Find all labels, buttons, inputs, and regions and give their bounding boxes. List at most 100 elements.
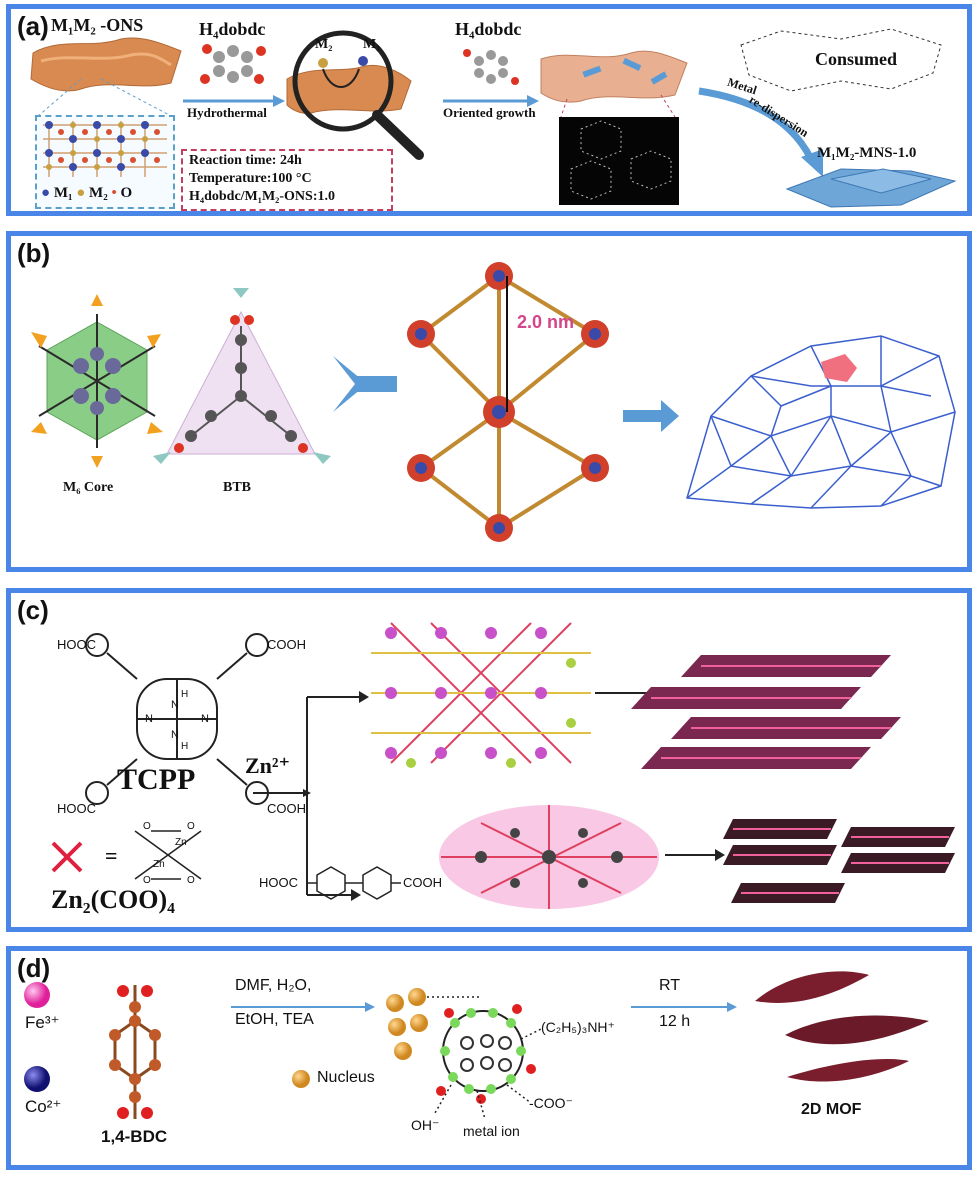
panel-d: (d): [6, 946, 972, 1170]
ligand-label-1: H₄dobdc: [199, 19, 266, 39]
ons-lattice: [43, 121, 167, 177]
panel-c-graphics: [51, 622, 955, 909]
metal-ion-label: metal ion: [463, 1123, 520, 1139]
magnifier-m2: M₂: [315, 37, 333, 52]
highlight-star: [821, 354, 857, 382]
zn-paddlewheel-label: Zn₂(COO)₄: [51, 885, 175, 914]
nucleus-cluster: [292, 988, 428, 1088]
m2-dot-icon: ●: [76, 185, 86, 201]
mof-structure-box: [559, 117, 679, 205]
panel-a: (a): [6, 4, 972, 216]
consumed-cloud: [740, 28, 942, 92]
panel-d-label: (d): [17, 953, 51, 983]
porphyrin-h-top: H: [181, 689, 189, 700]
pore-size-label: 2.0 nm: [517, 312, 575, 332]
paddlewheel-o-4: O: [187, 875, 195, 886]
cooh-top-left: HOOC: [57, 637, 96, 652]
paddlewheel-zn-1: Zn: [175, 837, 187, 848]
porphyrin-n-right: N: [201, 713, 209, 725]
growth-sheet: [540, 50, 688, 103]
fe-ion-sphere: [24, 982, 50, 1008]
porphyrin-n-bottom: N: [171, 729, 179, 741]
btb-label: BTB: [223, 480, 252, 495]
bpdc-right-label: COOH: [403, 875, 442, 890]
solvents-line-1: DMF, H₂O,: [235, 977, 312, 994]
x-mark-icon: [51, 841, 83, 873]
panel-b-graphics: [31, 262, 956, 542]
porphyrin-h-bottom: H: [181, 741, 189, 752]
stacked-layers-1: [631, 655, 901, 769]
ons-title: M₁M₂ -ONS: [51, 15, 144, 35]
solvents-line-2: EtOH, TEA: [235, 1011, 314, 1028]
time-label: 12 h: [659, 1013, 691, 1030]
condition-time: Reaction time: 24h: [189, 153, 302, 168]
ons-sheet: [30, 37, 182, 92]
cooh-bottom-right: COOH: [267, 801, 306, 816]
magnified-sheet: [286, 65, 412, 114]
mof-nanosheets: [755, 971, 929, 1082]
rt-label: RT: [659, 977, 681, 994]
magnifier-m1: M₁: [363, 37, 381, 52]
ons-structure-inset: ● M₁ ● M₂ • O: [35, 115, 175, 209]
paddlewheel-o-3: O: [143, 875, 151, 886]
legend-o: O: [120, 185, 133, 201]
porphyrin-n-top: N: [171, 699, 179, 711]
paddlewheel-o-2: O: [187, 821, 195, 832]
step-hydrothermal: Hydrothermal: [187, 105, 267, 120]
reaction-conditions-box: Reaction time: 24h Temperature:100 °C H₄…: [181, 149, 393, 211]
ligand-label-2: H₄dobdc: [455, 19, 522, 39]
mof-product-label: 2D MOF: [801, 1101, 862, 1118]
zn-tcpp-grid: [371, 622, 591, 764]
condition-ratio: H₄dobdc/M₁M₂-ONS:1.0: [189, 189, 335, 204]
co-ion-label: Co²⁺: [25, 1097, 62, 1116]
m1-dot-icon: ●: [41, 185, 51, 201]
step-oriented-growth: Oriented growth: [443, 105, 536, 120]
kagome-net: [686, 335, 956, 509]
pillared-stacks: [723, 819, 955, 903]
condition-temperature: Temperature:100 °C: [189, 171, 312, 186]
cooh-top-right: COOH: [267, 637, 306, 652]
bdc-label: 1,4-BDC: [101, 1127, 168, 1146]
zn-ion-label: Zn²⁺: [245, 753, 291, 778]
equals-sign: =: [105, 843, 118, 868]
panel-c-label: (c): [17, 595, 49, 625]
framework-nodes: [407, 262, 609, 542]
fe-ion-label: Fe³⁺: [25, 1013, 60, 1032]
product-label: M₁M₂-MNS-1.0: [817, 145, 917, 161]
co-ion-sphere: [24, 1066, 50, 1092]
consumed-label: Consumed: [815, 49, 898, 69]
panel-b-label: (b): [17, 238, 51, 268]
paddlewheel-node: [134, 830, 202, 880]
redispersion-arrow: [698, 87, 815, 161]
bpdc-left-label: HOOC: [259, 875, 298, 890]
magnifier-lens: [292, 30, 394, 132]
ligand-molecule-1: [200, 44, 266, 84]
magnifier-handle: [372, 110, 424, 160]
tcpp-molecule: [85, 633, 269, 805]
paddlewheel-o-1: O: [143, 821, 151, 832]
paddlewheel-zn-2: Zn: [153, 859, 165, 870]
porphyrin-n-left: N: [145, 713, 153, 725]
combine-chevron: [333, 356, 397, 412]
legend-m2: M₂: [89, 185, 108, 201]
net-arrow: [623, 400, 679, 432]
legend-m1: M₁: [53, 185, 73, 201]
panel-a-graphics: [30, 28, 957, 208]
cooh-bottom-left: HOOC: [57, 801, 96, 816]
tcpp-label: TCPP: [117, 763, 196, 796]
ligand-molecule-2: [463, 49, 519, 85]
btb-framework: [419, 274, 597, 530]
m6-core-label: M₆ Core: [63, 480, 114, 495]
carboxylate-label: -COO⁻: [529, 1095, 573, 1111]
panel-c: (c): [6, 588, 972, 932]
legend-row: ● M₁ ● M₂ • O: [41, 185, 132, 202]
o-dot-icon: •: [111, 185, 117, 201]
panel-d-graphics: [24, 971, 929, 1120]
tea-cation-label: (C₂H₅)₃NH⁺: [541, 1019, 615, 1035]
panel-b: (b): [6, 231, 972, 572]
nucleus-label: Nucleus: [317, 1069, 375, 1086]
ons-sheet-shade: [40, 52, 172, 67]
bpdc-linker: [307, 866, 401, 900]
panel-a-label: (a): [17, 11, 49, 41]
hydroxide-label: OH⁻: [411, 1117, 440, 1133]
